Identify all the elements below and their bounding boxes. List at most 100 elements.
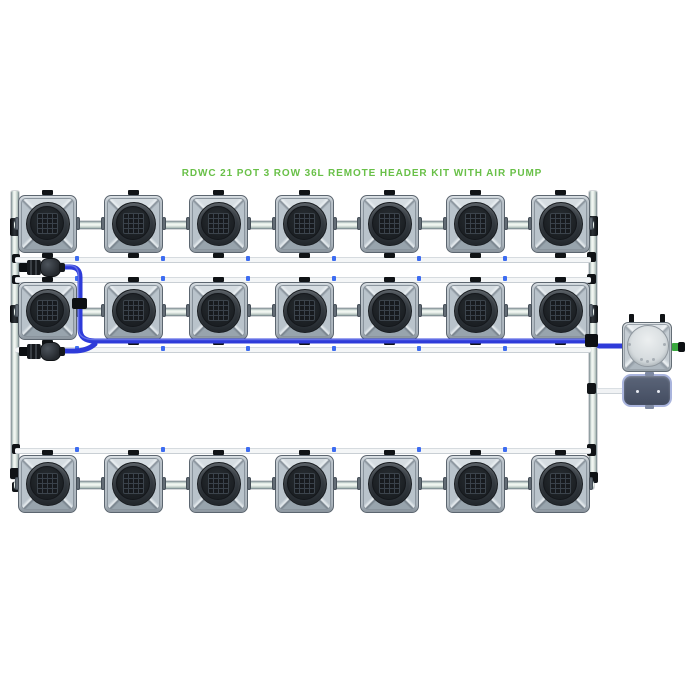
- line-blue-fitting: [75, 256, 79, 261]
- pipe-cap: [10, 468, 20, 479]
- header-tank: [622, 314, 685, 372]
- pot-net-insert: [294, 300, 315, 321]
- pot-pipe-nub: [15, 477, 19, 490]
- pot-net-insert: [550, 473, 571, 494]
- pot-pipe-nub: [272, 304, 276, 317]
- pot-pipe-nub: [101, 304, 105, 317]
- pump-tab: [645, 405, 654, 409]
- pot-net-insert: [123, 300, 144, 321]
- pipe-fitting: [587, 444, 596, 456]
- pot-net-insert: [123, 213, 144, 234]
- pot-pipe-nub: [333, 304, 337, 317]
- pot: [443, 277, 508, 345]
- pot: [272, 450, 337, 513]
- line-blue-fitting: [246, 346, 250, 351]
- pot-clip: [555, 277, 566, 282]
- tank-outlet-fitting: [672, 343, 679, 351]
- tank-lid-screw: [640, 358, 643, 361]
- pot-pipe-nub: [15, 304, 19, 317]
- pot-pipe-nub: [333, 217, 337, 230]
- pot-clip: [299, 277, 310, 282]
- line-blue-fitting: [75, 447, 79, 452]
- pot-pipe-nub: [272, 217, 276, 230]
- pot-pipe-nub: [418, 217, 422, 230]
- tank-post: [629, 314, 634, 323]
- line-blue-fitting: [246, 256, 250, 261]
- pot-net-insert: [294, 473, 315, 494]
- pot-net-insert: [379, 213, 400, 234]
- valve-barb-icon: [19, 347, 28, 356]
- pot-pipe-nub: [186, 217, 190, 230]
- pot-pipe-nub: [247, 217, 251, 230]
- pot-pipe-nub: [528, 217, 532, 230]
- pot-pipe-nub: [589, 477, 593, 490]
- pot-pipe-nub: [76, 217, 80, 230]
- line-blue-fitting: [161, 276, 165, 281]
- pot-pipe-nub: [357, 217, 361, 230]
- line-blue-fitting: [246, 276, 250, 281]
- pot: [357, 277, 422, 345]
- pot-lid-hole: [543, 206, 577, 240]
- pot-clip: [128, 253, 139, 258]
- return-line: [15, 347, 591, 353]
- pump-tab: [645, 372, 654, 376]
- pot-net-insert: [465, 473, 486, 494]
- pot-clip: [299, 190, 310, 195]
- pot-pipe-nub: [357, 477, 361, 490]
- line-blue-fitting: [246, 447, 250, 452]
- line-blue-fitting: [161, 256, 165, 261]
- pot-net-insert: [550, 300, 571, 321]
- pot-clip: [384, 450, 395, 455]
- pump-screw: [657, 390, 660, 393]
- pot-pipe-nub: [418, 304, 422, 317]
- pot: [101, 190, 166, 258]
- pot: [357, 450, 422, 513]
- pot-clip: [128, 340, 139, 345]
- pot-clip: [42, 190, 53, 195]
- pot-clip: [470, 253, 481, 258]
- pot-net-insert: [37, 213, 58, 234]
- pot-clip: [299, 253, 310, 258]
- line-blue-fitting: [332, 256, 336, 261]
- pot-pipe-nub: [247, 304, 251, 317]
- pot-clip: [213, 340, 224, 345]
- product-title: RDWC 21 POT 3 ROW 36L REMOTE HEADER KIT …: [181, 168, 543, 179]
- tank-lid-screw: [646, 360, 649, 363]
- pot-clip: [128, 190, 139, 195]
- pot: [186, 190, 251, 258]
- pot-net-insert: [208, 213, 229, 234]
- pot-clip: [470, 340, 481, 345]
- feed-valve: [19, 342, 65, 361]
- pot: [15, 450, 80, 513]
- pot-pipe-nub: [76, 304, 80, 317]
- air-line: [597, 388, 623, 394]
- pot-net-insert: [208, 300, 229, 321]
- pot: [528, 190, 593, 258]
- valve-body-icon: [40, 258, 61, 277]
- pot-clip: [128, 450, 139, 455]
- line-blue-fitting: [417, 447, 421, 452]
- pot-clip: [555, 190, 566, 195]
- pot-net-insert: [123, 473, 144, 494]
- pot-clip: [213, 190, 224, 195]
- pot-clip: [470, 190, 481, 195]
- line-blue-fitting: [503, 256, 507, 261]
- pot: [15, 190, 80, 258]
- left-link-pipe: [11, 191, 19, 479]
- pot-pipe-nub: [162, 477, 166, 490]
- pot-pipe-nub: [589, 217, 593, 230]
- pot: [357, 190, 422, 258]
- tank-lid-screw: [628, 343, 631, 346]
- valve-ribs-icon: [27, 344, 41, 359]
- pot-clip: [555, 450, 566, 455]
- pot: [101, 450, 166, 513]
- pot-pipe-nub: [443, 304, 447, 317]
- pipe-cap: [588, 472, 598, 483]
- pot-pipe-nub: [101, 217, 105, 230]
- pot: [272, 277, 337, 345]
- pot-pipe-nub: [186, 477, 190, 490]
- line-blue-fitting: [503, 276, 507, 281]
- air-pump: [622, 372, 672, 409]
- valve-ribs-icon: [27, 260, 41, 275]
- pot-net-insert: [37, 300, 58, 321]
